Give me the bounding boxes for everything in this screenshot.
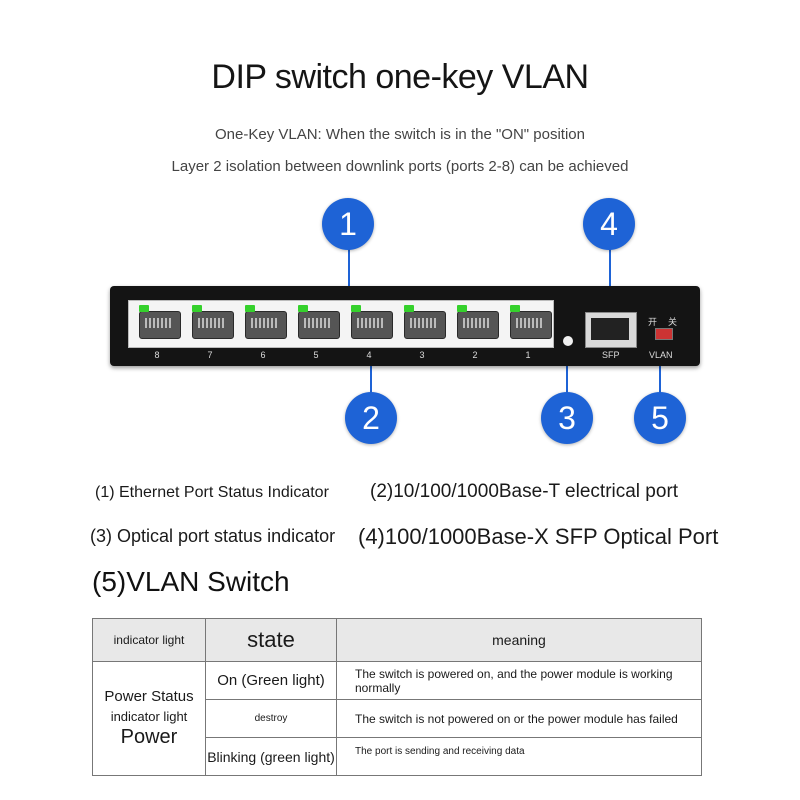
group-label-line-1: Power Status	[104, 688, 194, 705]
header-meaning: meaning	[336, 618, 702, 662]
vlan-label: VLAN	[649, 350, 673, 360]
sfp-port	[585, 312, 637, 348]
callout-2: 2	[345, 392, 397, 444]
callout-1-line	[348, 248, 350, 310]
port-led	[298, 305, 308, 312]
callout-1: 1	[322, 198, 374, 250]
callout-4: 4	[583, 198, 635, 250]
ethernet-port	[243, 305, 287, 341]
vlan-dip-switch[interactable]	[655, 328, 673, 340]
meaning-cell: The switch is not powered on or the powe…	[336, 699, 702, 738]
port-number: 8	[154, 350, 160, 360]
header-state: state	[205, 618, 337, 662]
subtitle-line-2: Layer 2 isolation between downlink ports…	[171, 158, 629, 175]
legend-item-1: (1) Ethernet Port Status Indicator	[95, 484, 329, 501]
ethernet-port	[508, 305, 552, 341]
legend-item-5: (5)VLAN Switch	[92, 566, 290, 597]
port-number: 2	[472, 350, 478, 360]
port-led	[457, 305, 467, 312]
page-title: DIP switch one-key VLAN	[211, 58, 589, 96]
ethernet-port	[190, 305, 234, 341]
port-number: 1	[525, 350, 531, 360]
group-label-line-3: Power	[120, 726, 178, 748]
group-label-line-2: indicator light	[110, 709, 188, 724]
port-led	[510, 305, 520, 312]
ethernet-port-panel	[128, 300, 554, 348]
port-number: 5	[313, 350, 319, 360]
legend-item-4: (4)100/1000Base-X SFP Optical Port	[358, 524, 719, 549]
indicator-table: indicator light state meaning Power Stat…	[92, 618, 702, 776]
callout-3: 3	[541, 392, 593, 444]
power-status-group: Power Status indicator light Power	[92, 661, 206, 776]
state-cell: On (Green light)	[205, 661, 337, 700]
ethernet-port	[296, 305, 340, 341]
dip-off-label: 关	[668, 317, 678, 327]
callout-5-line	[659, 338, 661, 396]
callout-4-line	[609, 248, 611, 314]
ethernet-port	[402, 305, 446, 341]
port-number: 6	[260, 350, 266, 360]
legend-item-3: (3) Optical port status indicator	[90, 526, 336, 546]
port-number: 4	[366, 350, 372, 360]
table-header-row: indicator light state meaning	[92, 618, 702, 662]
table-row: Power Status indicator light Power On (G…	[92, 661, 702, 776]
ethernet-port	[137, 305, 181, 341]
meaning-cell: The port is sending and receiving data	[336, 737, 702, 776]
dip-on-label: 开	[648, 317, 658, 327]
power-led	[563, 336, 573, 346]
subtitle-line-1: One-Key VLAN: When the switch is in the …	[215, 126, 585, 143]
meaning-cell: The switch is powered on, and the power …	[336, 661, 702, 700]
header-indicator: indicator light	[92, 618, 206, 662]
port-number: 3	[419, 350, 425, 360]
callout-5: 5	[634, 392, 686, 444]
port-led	[351, 305, 361, 312]
sfp-label: SFP	[602, 350, 620, 360]
legend-item-2: (2)10/100/1000Base-T electrical port	[370, 481, 679, 502]
ethernet-port	[349, 305, 393, 341]
port-led	[404, 305, 414, 312]
ethernet-port	[455, 305, 499, 341]
table-row: Blinking (green light) The port is sendi…	[93, 737, 702, 776]
callout-3-line	[566, 344, 568, 396]
state-cell: destroy	[205, 699, 337, 738]
state-cell: Blinking (green light)	[205, 737, 337, 776]
port-led	[245, 305, 255, 312]
port-number: 7	[207, 350, 213, 360]
port-led	[192, 305, 202, 312]
port-led	[139, 305, 149, 312]
